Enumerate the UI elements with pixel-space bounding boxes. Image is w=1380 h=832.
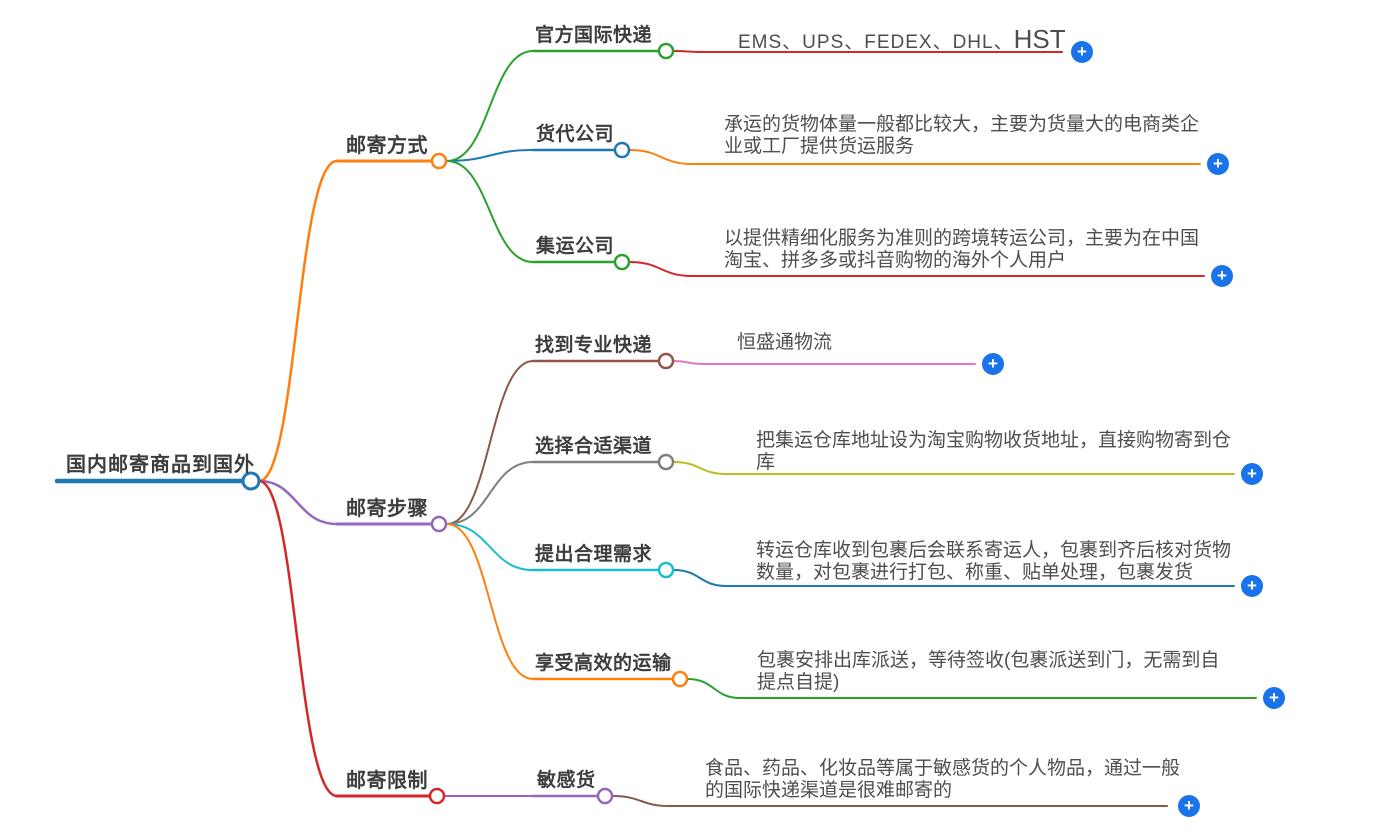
freight-company-content-line: [629, 149, 1201, 165]
content-line: 把集运仓库地址设为淘宝购物收货地址，直接购物寄到仓: [756, 430, 1232, 451]
plus-icon: +: [1217, 265, 1227, 285]
ems-carriers-text: EMS、UPS、FEDEX、DHL、: [738, 32, 1014, 53]
add-node-button-official-express[interactable]: +: [1071, 41, 1093, 63]
find-express-circle[interactable]: [657, 352, 675, 370]
reasonable-request-label: 提出合理需求: [535, 544, 653, 565]
root-node-circle[interactable]: [241, 471, 261, 491]
plus-icon: +: [1213, 153, 1223, 173]
find-express-content: 恒盛通物流: [737, 332, 832, 354]
official-express-content: EMS、UPS、FEDEX、DHL、HST: [738, 24, 1066, 55]
content-line: 数量，对包裹进行打包、称重、贴单处理，包裹发货: [756, 562, 1194, 583]
plus-icon: +: [1184, 795, 1194, 815]
link-mail-method-to-official-express: [446, 50, 534, 162]
link-root-to-mail-limits: [257, 479, 339, 798]
link-root-to-mail-steps: [257, 479, 339, 526]
root-node-label: 国内邮寄商品到国外: [66, 454, 255, 476]
freight-company-circle[interactable]: [613, 141, 631, 159]
choose-channel-content: 把集运仓库地址设为淘宝购物收货地址，直接购物寄到仓 库: [756, 430, 1231, 474]
link-mail-method-to-freight-company: [446, 149, 534, 162]
choose-channel-content-line: [673, 461, 1235, 475]
link-mail-steps-to-reasonable-request: [446, 523, 534, 571]
sensitive-goods-label: 敏感货: [537, 770, 596, 791]
add-node-button-efficient-transport[interactable]: +: [1263, 687, 1285, 709]
mail-steps-label: 邮寄步骤: [346, 498, 428, 520]
reasonable-request-content-line: [673, 569, 1235, 587]
content-line: 恒盛通物流: [737, 332, 833, 353]
add-node-button-sensitive-goods[interactable]: +: [1178, 795, 1200, 817]
content-line: 库: [756, 452, 776, 473]
freight-company-label: 货代公司: [536, 124, 615, 145]
efficient-transport-content: 包裹安排出库派送，等待签收(包裹派送到门，无需到自 提点自提): [757, 650, 1219, 694]
content-line: 的国际快递渠道是很难邮寄的: [705, 780, 953, 801]
content-line: 承运的货物体量一般都比较大，主要为货量大的电商类企: [724, 114, 1200, 135]
plus-icon: +: [1247, 463, 1257, 483]
add-node-button-reasonable-request[interactable]: +: [1241, 575, 1263, 597]
sensitive-goods-circle[interactable]: [596, 787, 614, 805]
plus-icon: +: [988, 353, 998, 373]
efficient-transport-circle[interactable]: [671, 670, 689, 688]
official-express-circle[interactable]: [657, 42, 675, 60]
content-line: 食品、药品、化妆品等属于敏感货的个人物品，通过一般: [705, 758, 1181, 779]
content-line: 淘宝、拼多多或抖音购物的海外个人用户: [724, 250, 1067, 271]
link-mail-steps-to-find-express: [446, 360, 534, 525]
consolidation-company-label: 集运公司: [536, 236, 615, 257]
link-root-to-mail-method: [257, 159, 339, 483]
sensitive-goods-content-line: [612, 795, 1168, 807]
add-node-button-find-express[interactable]: +: [982, 353, 1004, 375]
link-mail-steps-to-efficient-transport: [446, 523, 534, 680]
efficient-transport-content-line: [687, 678, 1257, 699]
choose-channel-label: 选择合适渠道: [535, 436, 653, 457]
content-line: 包裹安排出库派送，等待签收(包裹派送到门，无需到自: [757, 650, 1220, 671]
choose-channel-circle[interactable]: [657, 453, 675, 471]
mail-method-label: 邮寄方式: [346, 135, 428, 157]
link-mail-steps-to-choose-channel: [446, 461, 534, 525]
mail-method-circle[interactable]: [430, 152, 448, 170]
content-line: 提点自提): [757, 672, 840, 693]
efficient-transport-label: 享受高效的运输: [535, 653, 672, 674]
plus-icon: +: [1077, 41, 1087, 61]
consolidation-company-circle[interactable]: [613, 253, 631, 271]
freight-company-content: 承运的货物体量一般都比较大，主要为货量大的电商类企 业或工厂提供货运服务: [724, 114, 1199, 158]
mail-limits-circle[interactable]: [428, 787, 446, 805]
reasonable-request-content: 转运仓库收到包裹后会联系寄运人，包裹到齐后核对货物 数量，对包裹进行打包、称重、…: [756, 540, 1231, 584]
consolidation-company-content: 以提供精细化服务为准则的跨境转运公司，主要为在中国 淘宝、拼多多或抖音购物的海外…: [724, 228, 1199, 272]
official-express-content-line: [673, 50, 1063, 53]
find-express-label: 找到专业快递: [535, 335, 653, 356]
plus-icon: +: [1247, 575, 1257, 595]
content-line: 业或工厂提供货运服务: [724, 136, 915, 157]
official-express-label: 官方国际快递: [535, 25, 653, 46]
link-mail-method-to-consolidation-company: [446, 160, 534, 263]
add-node-button-choose-channel[interactable]: +: [1241, 463, 1263, 485]
mail-limits-label: 邮寄限制: [346, 770, 428, 792]
content-line: 以提供精细化服务为准则的跨境转运公司，主要为在中国: [724, 228, 1200, 249]
content-line: 转运仓库收到包裹后会联系寄运人，包裹到齐后核对货物: [756, 540, 1232, 561]
hst-carrier-text: HST: [1013, 24, 1066, 54]
reasonable-request-circle[interactable]: [657, 561, 675, 579]
find-express-content-line: [673, 360, 976, 365]
add-node-button-consolidation-company[interactable]: +: [1211, 265, 1233, 287]
add-node-button-freight-company[interactable]: +: [1207, 153, 1229, 175]
sensitive-goods-content: 食品、药品、化妆品等属于敏感货的个人物品，通过一般 的国际快递渠道是很难邮寄的: [705, 758, 1180, 802]
mail-steps-circle[interactable]: [430, 515, 448, 533]
plus-icon: +: [1269, 687, 1279, 707]
consolidation-company-content-line: [629, 261, 1205, 277]
